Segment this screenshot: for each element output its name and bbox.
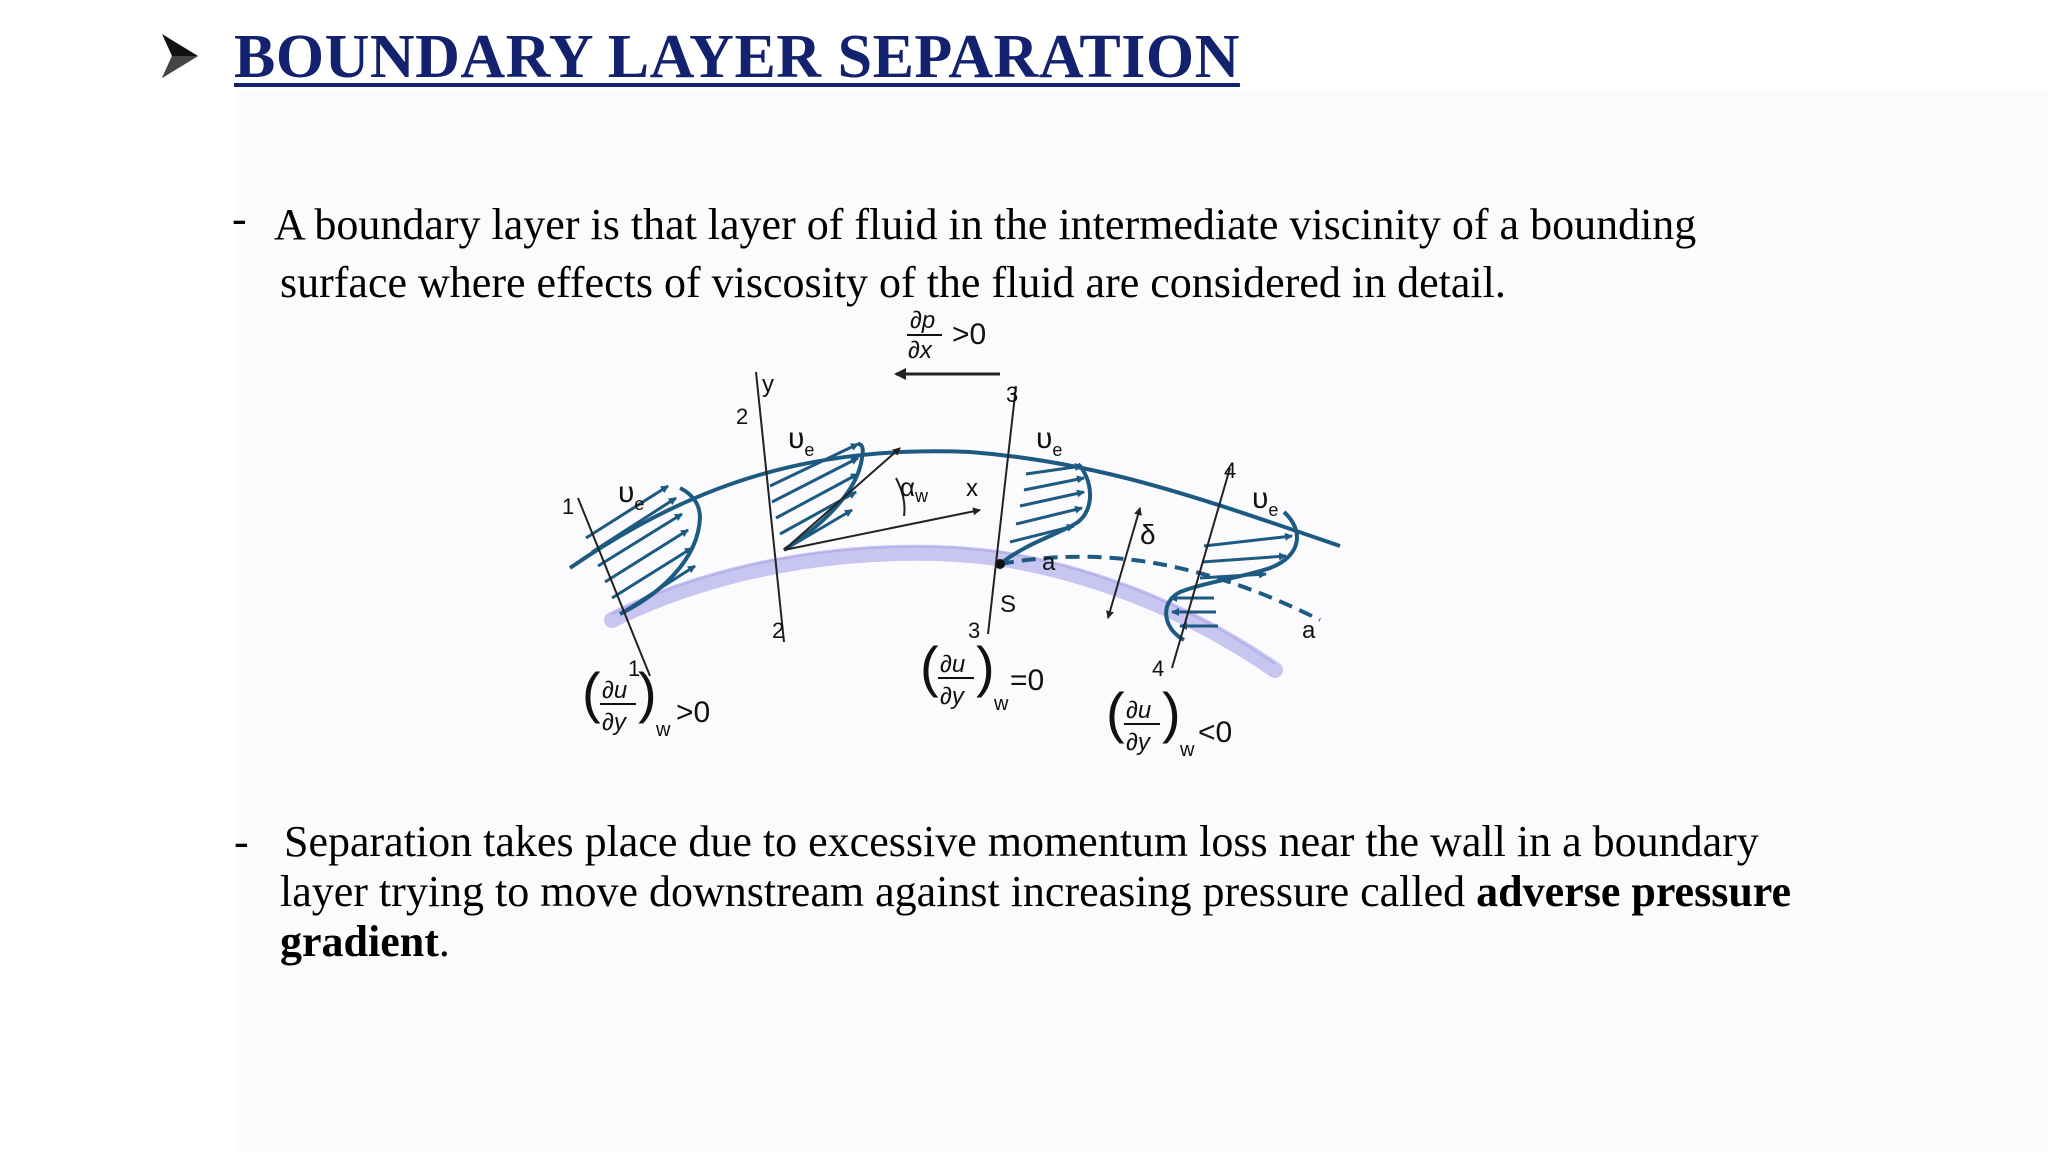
bullet-separation-line-2: layer trying to move downstream against … [280,866,1791,918]
svg-text:): ) [976,635,995,698]
pressure-gradient-numerator: ∂p [910,307,935,334]
pressure-gradient-denominator: ∂x [908,337,933,364]
svg-text:): ) [1162,681,1181,744]
svg-text:=0: =0 [1010,664,1044,697]
velocity-label-1: υe [618,476,644,514]
content-panel [236,90,2048,1152]
velocity-label-4: υe [1252,482,1278,520]
boundary-layer-thickness-label: δ [1140,519,1156,550]
svg-text:∂y: ∂y [602,709,628,736]
velocity-profile-station-3 [987,385,1093,635]
bullet-dash: - [234,817,249,866]
pressure-gradient-relation: >0 [952,318,986,351]
station-label-2b: 2 [772,618,784,643]
svg-text:w: w [993,693,1009,715]
shear-condition-2: ( ∂u ∂y ) w =0 [920,635,1044,715]
slide-title: BOUNDARY LAYER SEPARATION [234,23,1240,91]
axis-x-label: x [966,475,978,502]
boundary-layer-separation-diagram: ∂p ∂x >0 1 1 2 2 3 3 4 4 y x υe υe υe υe… [562,307,1341,761]
velocity-profile-station-2 [755,371,981,643]
svg-text:w: w [1179,739,1195,761]
period: . [438,917,450,966]
svg-text:∂y: ∂y [940,683,966,710]
station-label-4a: 4 [1224,458,1236,483]
bullet-separation-line-1: Separation takes place due to excessive … [284,817,1759,866]
station-label-2a: 2 [736,404,748,429]
svg-text:>0: >0 [676,696,710,729]
adverse-pressure-bold: adverse pressure [1476,867,1792,916]
svg-text:∂u: ∂u [940,651,965,678]
separation-point-label: S [1000,591,1016,618]
svg-text:∂u: ∂u [602,677,627,704]
svg-text:∂y: ∂y [1126,729,1152,756]
svg-text:): ) [638,661,657,724]
station-label-3b: 3 [968,618,980,643]
line-2-normal-text: layer trying to move downstream against … [280,867,1477,916]
velocity-label-2: υe [788,422,814,460]
station-label-1a: 1 [562,494,574,519]
station-label-4b: 4 [1152,656,1164,681]
axis-y-label: y [762,371,774,398]
svg-text:(: ( [1106,681,1125,744]
shear-condition-3: ( ∂u ∂y ) w <0 [1106,681,1232,761]
velocity-profile-station-4 [1106,467,1299,669]
svg-text:w: w [655,719,671,741]
curved-wall [604,544,1283,678]
arrowhead-bullet-icon [162,34,198,78]
separation-line-label-2: a [1302,617,1316,644]
velocity-label-3: υe [1036,422,1062,460]
svg-text:(: ( [582,661,601,724]
station-label-3a: 3 [1006,382,1018,407]
bullet-separation-line-3: gradient. [280,916,450,968]
gradient-bold: gradient [280,917,439,966]
separation-line-label-1: a [1042,549,1056,576]
svg-text:<0: <0 [1198,716,1232,749]
wall-surface-line [611,545,1276,665]
bullet-definition-line-2: surface where effects of viscosity of th… [280,258,1506,307]
svg-text:∂u: ∂u [1126,697,1151,724]
station-label-1b: 1 [628,656,640,681]
shear-condition-1: ( ∂u ∂y ) w >0 [582,661,710,741]
svg-text:(: ( [920,635,939,698]
outer-flow-line [568,449,1341,570]
velocity-profile-station-1 [577,484,703,677]
bullet-definition-line-1: A boundary layer is that layer of fluid … [274,200,1697,249]
bullet-dash: - [232,194,247,243]
wall-angle-label: αw [900,472,929,506]
